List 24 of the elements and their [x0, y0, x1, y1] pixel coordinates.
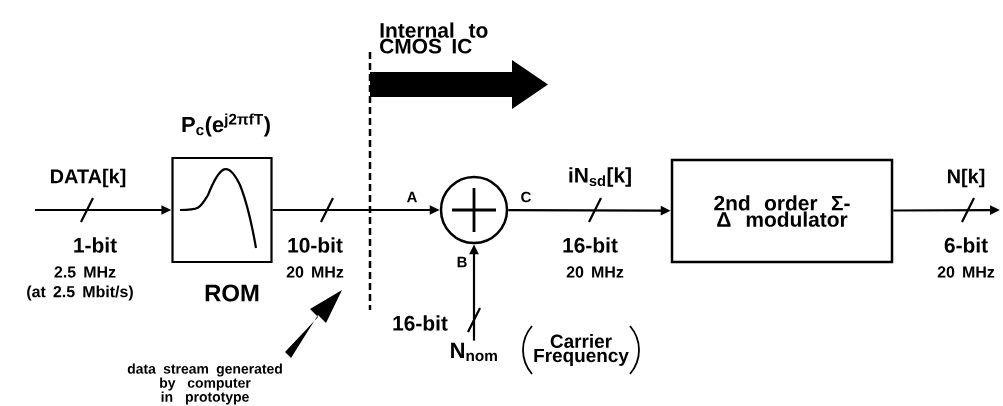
rate-label: 20 MHz	[566, 266, 624, 278]
rate-label: 20 MHz	[937, 266, 995, 278]
signal-label: iN$_{sd}$[k]	[569, 167, 631, 187]
node-label: ROM	[205, 284, 259, 302]
rom-block: P$_{c}$(e$^{j2πfT}$) ROM	[171, 113, 273, 302]
node-label: P$_{c}$(e$^{j2πfT}$)	[182, 113, 270, 137]
edge-label: N[k]	[947, 168, 985, 188]
bus-label: 16-bit	[563, 237, 618, 253]
rate-label: 2.5 MHz	[54, 266, 116, 278]
annotation: Carrier Frequency	[522, 325, 640, 375]
bus-label: 16-bit	[393, 315, 448, 331]
bus-label: 1-bit	[74, 237, 117, 253]
adder-symbol	[439, 175, 509, 245]
note-text: data stream generated by computer in prototype	[127, 363, 282, 405]
rate-label: 20 MHz	[286, 266, 344, 278]
rate-label: (at 2.5 Mbit/s)	[27, 285, 133, 301]
region-label: Internal to CMOS IC	[380, 22, 488, 54]
edge-label: DATA[k]	[50, 168, 126, 188]
bus-label: 6-bit	[944, 237, 988, 253]
edge-label: B	[457, 256, 467, 268]
input-label: N$_{nom}$	[451, 342, 497, 362]
edge-label: A	[407, 191, 417, 203]
edge-label: C	[521, 191, 531, 203]
modulator-block: 2nd order Σ- Δ modulator	[670, 158, 894, 264]
